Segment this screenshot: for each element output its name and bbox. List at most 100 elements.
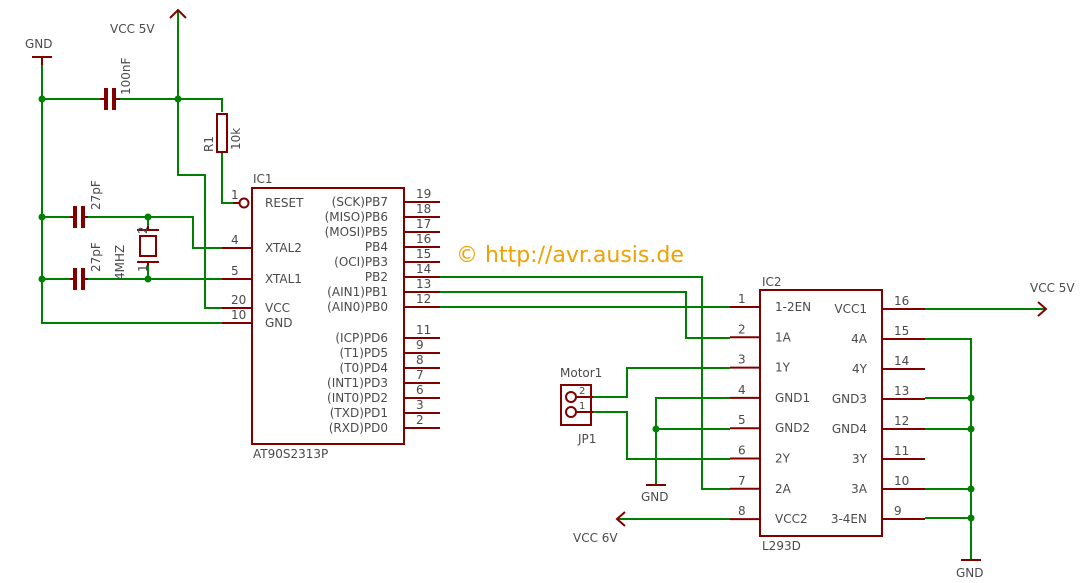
ic2-pin-name: 4A bbox=[851, 332, 868, 346]
ic1-pin-name: XTAL1 bbox=[265, 272, 302, 286]
vcc-arrow-top bbox=[169, 8, 187, 19]
wire-r1-reset bbox=[221, 152, 233, 204]
ic1-pin-name: PB4 bbox=[365, 240, 388, 254]
copyright-text: © http://avr.ausis.de bbox=[456, 243, 684, 268]
ic1-name-label: IC1 bbox=[253, 172, 273, 186]
ic1-pin-name: (INT0)PD2 bbox=[327, 391, 388, 405]
ic2: IC2 L293D 1-2EN11A21Y3GND14GND252Y62A7VC… bbox=[730, 275, 925, 553]
crystal-body bbox=[139, 235, 157, 257]
gnd-right-label: GND bbox=[956, 566, 984, 580]
ic2-pin-name: 3Y bbox=[852, 452, 868, 466]
ic1-pin-name: (TXD)PD1 bbox=[330, 406, 388, 420]
ic1-pin-name: VCC bbox=[265, 301, 290, 315]
ic1-pin-number: 17 bbox=[416, 217, 431, 231]
ic1-right-pins: (SCK)PB719(MISO)PB618(MOSI)PB517PB416(OC… bbox=[325, 187, 440, 435]
capacitor-100nf: 100nF bbox=[100, 57, 133, 110]
ic2-pin-number: 12 bbox=[894, 414, 909, 428]
vcc5-top-label: VCC 5V bbox=[110, 22, 155, 36]
ic1-pin-number: 15 bbox=[416, 247, 431, 261]
ic2-pin-number: 4 bbox=[738, 383, 746, 397]
cap-plate bbox=[73, 206, 77, 228]
ic2-pin-name: GND4 bbox=[832, 422, 867, 436]
motor-pin2: 2 bbox=[579, 386, 585, 397]
ic1-pin-name: (RXD)PD0 bbox=[329, 421, 388, 435]
ic2-pin-name: 1Y bbox=[775, 361, 791, 375]
connector-body bbox=[560, 384, 592, 426]
ic1-pin-number: 6 bbox=[416, 383, 424, 397]
cap-plate bbox=[73, 268, 77, 290]
ic1-pin-name: (INT1)PD3 bbox=[327, 376, 388, 390]
ic1-pin-number: 13 bbox=[416, 277, 431, 291]
wire-pb2-2a bbox=[440, 276, 730, 490]
crystal-pin1: 1 bbox=[136, 264, 150, 272]
connector-leads bbox=[576, 396, 593, 413]
ic2-pin-name: 3-4EN bbox=[831, 512, 867, 526]
ic2-pin-number: 9 bbox=[894, 504, 902, 518]
ic1-pin-name: (MISO)PB6 bbox=[325, 210, 388, 224]
junction bbox=[967, 485, 975, 493]
ic2-pin-name: 1-2EN bbox=[775, 300, 811, 314]
junctions bbox=[38, 95, 975, 522]
ic2-pin-number: 3 bbox=[738, 353, 746, 367]
wire-1y-motor bbox=[593, 367, 730, 398]
ic1-pin-number: 20 bbox=[231, 293, 246, 307]
ic1-pin-name: (MOSI)PB5 bbox=[325, 225, 388, 239]
cap-plate bbox=[104, 88, 108, 110]
ic1-pin-number: 16 bbox=[416, 232, 431, 246]
resistor-r1: R1 10k bbox=[202, 113, 243, 153]
ic1-pin-name: (T0)PD4 bbox=[340, 361, 388, 375]
junction bbox=[38, 275, 46, 283]
ic1: IC1 AT90S2313P RESET1XTAL24XTAL15VCC20GN… bbox=[222, 172, 440, 461]
junction bbox=[38, 95, 46, 103]
r1-name-label: R1 bbox=[202, 136, 216, 152]
ic2-pin-name: VCC1 bbox=[834, 302, 867, 316]
ic1-pin-name: GND bbox=[265, 316, 293, 330]
motor-name-label: Motor1 bbox=[560, 366, 602, 380]
ic1-pin-number: 1 bbox=[231, 188, 239, 202]
ic1-body bbox=[251, 187, 405, 445]
ic1-pin-number: 12 bbox=[416, 292, 431, 306]
ic1-pin-name: (AIN0)PB0 bbox=[327, 300, 388, 314]
ic2-pin-number: 6 bbox=[738, 444, 746, 458]
cap-plate bbox=[81, 268, 85, 290]
ic1-pin-number: 14 bbox=[416, 262, 431, 276]
cap-plate bbox=[81, 206, 85, 228]
ic2-pin-number: 13 bbox=[894, 384, 909, 398]
ic1-pin-number: 3 bbox=[416, 398, 424, 412]
ic1-pin-name: (AIN1)PB1 bbox=[327, 285, 388, 299]
cap-plate bbox=[112, 88, 116, 110]
crystal: 4MHZ 2 1 bbox=[113, 226, 159, 280]
ic2-pin-number: 8 bbox=[738, 504, 746, 518]
gnd-bar-top bbox=[32, 56, 52, 65]
connector-pin bbox=[565, 391, 577, 403]
wire-gnd-left bbox=[41, 65, 222, 324]
junction bbox=[652, 425, 660, 433]
ic2-pin-number: 5 bbox=[738, 413, 746, 427]
ic2-pin-name: 3A bbox=[851, 482, 868, 496]
ic1-pin-name: (SCK)PB7 bbox=[332, 195, 388, 209]
supply-symbols: VCC 5V GND VCC 5V VCC 6V GND GND bbox=[25, 8, 1075, 580]
ic1-pin-number: 2 bbox=[416, 413, 424, 427]
ic1-pin-name: XTAL2 bbox=[265, 241, 302, 255]
ic2-pin-number: 1 bbox=[738, 292, 746, 306]
ic1-part-label: AT90S2313P bbox=[253, 447, 328, 461]
capacitor-27pf-bottom: 27pF bbox=[70, 242, 103, 290]
wire-c27-top-xtal2 bbox=[88, 216, 222, 249]
vcc6-arrow bbox=[615, 511, 626, 527]
ic2-pin-number: 15 bbox=[894, 324, 909, 338]
junction bbox=[967, 394, 975, 402]
capacitor-27pf-top: 27pF bbox=[70, 180, 103, 228]
ic2-body bbox=[759, 289, 883, 537]
ic2-pin-name: VCC2 bbox=[775, 512, 808, 526]
ic2-pin-number: 10 bbox=[894, 474, 909, 488]
components: 100nF R1 10k 27pF 27pF 4MHZ 2 bbox=[70, 57, 602, 446]
jp-name-label: JP1 bbox=[577, 432, 596, 446]
r1-value-label: 10k bbox=[229, 128, 243, 150]
ic1-pin-name: (ICP)PD6 bbox=[335, 331, 388, 345]
gnd-mid-label: GND bbox=[641, 490, 669, 504]
ic2-pin-number: 14 bbox=[894, 354, 909, 368]
ic2-pin-number: 11 bbox=[894, 444, 909, 458]
